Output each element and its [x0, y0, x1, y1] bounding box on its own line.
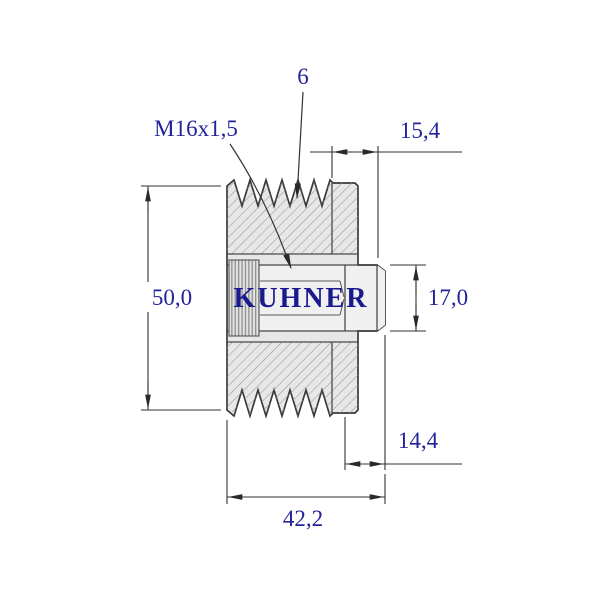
label-mask	[143, 282, 203, 312]
dimension-label: 50,0	[152, 285, 192, 310]
dimension-label: 14,4	[398, 428, 439, 453]
pulley-shading	[227, 180, 385, 416]
dimension-flange-width-top: 15,4	[310, 118, 462, 258]
thread-label: M16x1,5	[154, 116, 238, 141]
knurled-sleeve	[228, 259, 260, 337]
callout-thread: M16x1,5	[154, 116, 292, 269]
pulley-body: KUHNER	[226, 177, 386, 419]
dimension-label: 42,2	[283, 506, 323, 531]
callout-groove-count: 6	[294, 64, 309, 200]
brand-logo-text: KUHNER	[234, 283, 369, 314]
groove-count-label: 6	[297, 64, 309, 89]
dimension-outer-height: 50,0	[141, 185, 221, 411]
dimension-flange-width-bottom: 14,4	[344, 335, 462, 470]
dimension-label: 15,4	[400, 118, 441, 143]
dimension-total-width: 42,2	[226, 420, 386, 531]
bore-cone-upper-line	[339, 280, 345, 298]
bore-cone-lower-line	[339, 298, 345, 316]
dimension-label: 17,0	[428, 285, 468, 310]
leader-line	[229, 143, 292, 269]
leader-line	[294, 91, 304, 200]
dimension-bore-height: 17,0	[390, 264, 468, 332]
